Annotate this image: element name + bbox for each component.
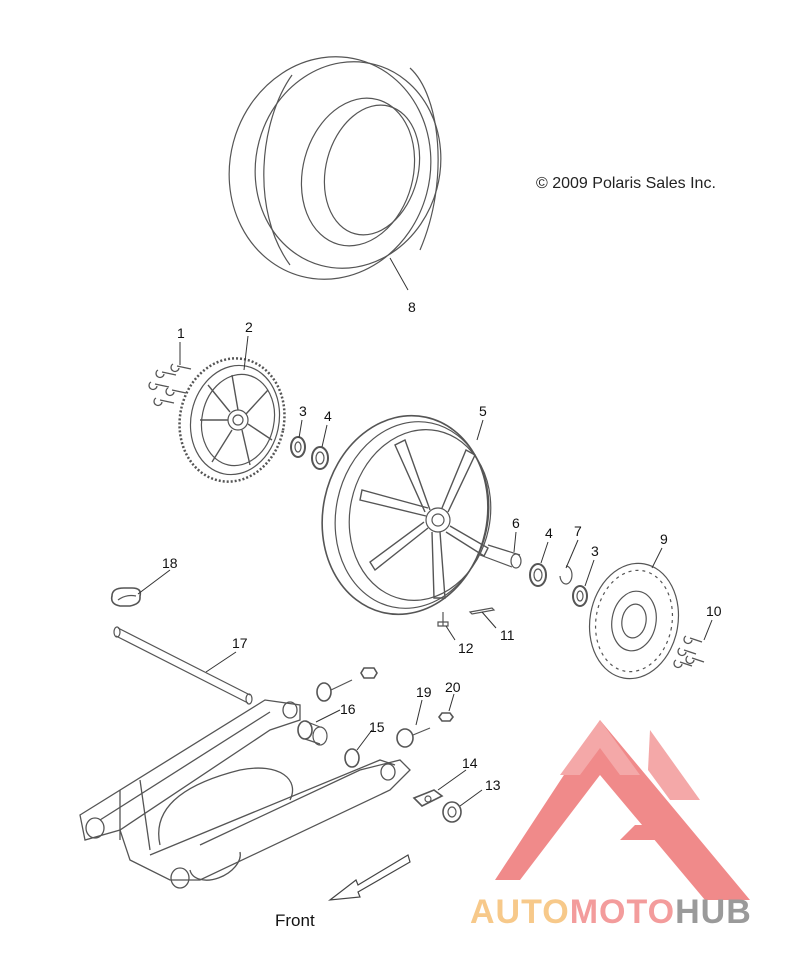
front-label: Front: [275, 911, 315, 930]
disc-bolts: [673, 635, 705, 669]
nut-20: [438, 712, 454, 722]
bolts-part: [148, 363, 192, 407]
bearing-right: [529, 563, 547, 587]
nut-upper: [360, 667, 378, 679]
seal-right: [572, 585, 588, 607]
valve-stem: [437, 612, 449, 627]
bushing-15: [344, 748, 360, 768]
callout-13: 13: [485, 777, 501, 793]
tire-part: [228, 56, 442, 280]
brand-hub: HUB: [675, 893, 752, 931]
automotohub-logo-mark: [495, 720, 750, 900]
adjuster-14: [412, 789, 444, 807]
callout-17: 17: [232, 635, 248, 651]
callout-9: 9: [660, 531, 668, 547]
axle-cap: [110, 587, 142, 607]
callout-15: 15: [369, 719, 385, 735]
callout-5: 5: [479, 403, 487, 419]
callout-2: 2: [245, 319, 253, 335]
swingarm-part: [79, 699, 411, 889]
callout-19: 19: [416, 684, 432, 700]
axle-part: [113, 626, 253, 705]
bushing-16: [297, 720, 328, 746]
bolt-19: [396, 727, 431, 748]
front-arrow: [327, 854, 411, 901]
seal-left: [290, 436, 306, 458]
callout-14: 14: [462, 755, 478, 771]
callout-6: 6: [512, 515, 520, 531]
balance-weight: [468, 607, 496, 615]
callout-1: 1: [177, 325, 185, 341]
leader-lines: [137, 257, 713, 807]
callout-16: 16: [340, 701, 356, 717]
callout-3: 3: [299, 403, 307, 419]
brand-auto: AUTO: [470, 893, 570, 931]
callout-8: 8: [408, 299, 416, 315]
callout-4b: 4: [545, 525, 553, 541]
callout-12: 12: [458, 640, 474, 656]
wheel-part: [321, 414, 492, 616]
callout-4: 4: [324, 408, 332, 424]
pulley-part: [178, 357, 286, 483]
callout-18: 18: [162, 555, 178, 571]
spacer-part: [479, 544, 522, 569]
callout-11: 11: [500, 627, 515, 643]
callout-3b: 3: [591, 543, 599, 559]
callout-10: 10: [706, 603, 722, 619]
automotohub-watermark: AUTOMOTOHUB: [470, 893, 752, 932]
brand-moto: MOTO: [569, 893, 676, 931]
cap-13: [442, 801, 462, 823]
callout-7: 7: [574, 523, 582, 539]
bearing-left: [311, 446, 329, 470]
brake-disc-part: [588, 562, 680, 680]
bushing-upper: [316, 679, 353, 702]
callout-labels: 1 2 3 4 5 6 4 7 3 9 8 10 11 12 17 18 19 …: [162, 299, 722, 793]
callout-20: 20: [445, 679, 461, 695]
snap-ring: [559, 565, 573, 585]
copyright-notice: © 2009 Polaris Sales Inc.: [536, 175, 716, 192]
